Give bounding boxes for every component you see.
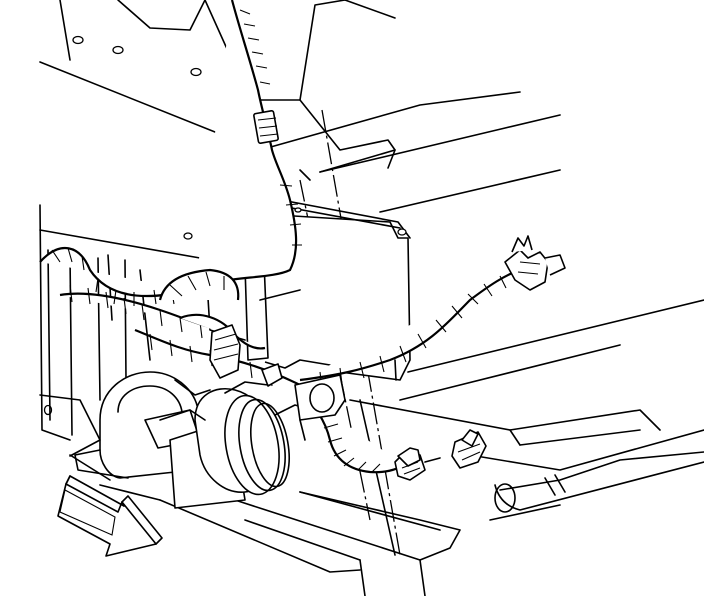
wiring-harness [39,0,566,481]
mounting-hole [183,232,193,240]
horn-connector [394,447,441,481]
junction-connector [209,324,283,387]
mounting-hole [190,67,202,77]
center-horn [159,381,313,509]
direction-arrow-icon [57,475,163,557]
horn-mount-bracket [294,374,346,441]
lower-bumper [69,454,461,596]
mounting-hole [112,45,124,55]
harness-end-connector [504,235,566,291]
mounting-hole [72,35,84,45]
harness-clip [451,429,487,469]
frame-rails [349,169,704,521]
